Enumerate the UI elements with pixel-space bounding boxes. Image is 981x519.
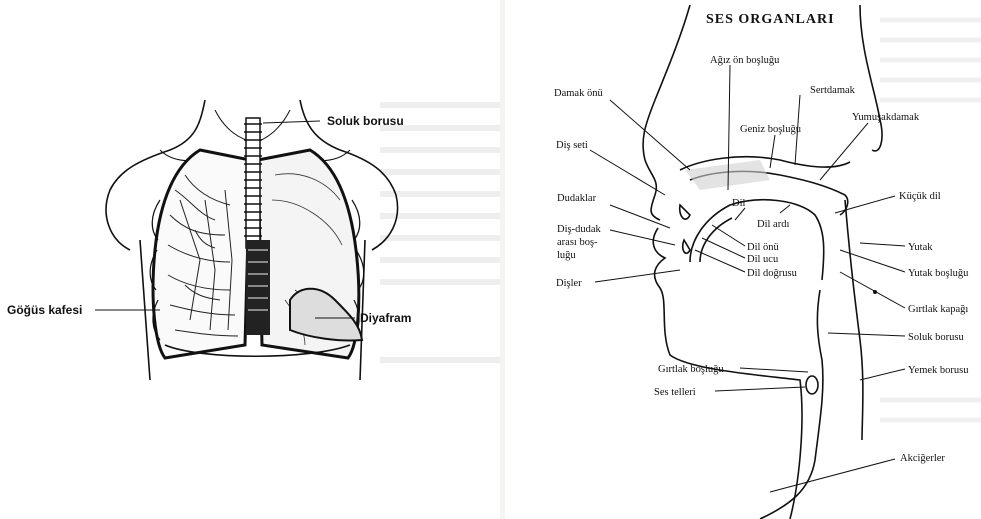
label-rib-cage: Göğüs kafesi [7,303,82,317]
label-alveolar: Damak önü [554,88,603,99]
speech-organs-svg: SES ORGANLARI Ağız ön boşluğu Damak önü … [505,0,981,519]
label-nasal-cavity: Geniz boşluğu [740,124,802,135]
label-labiodental-2: arası boş- [557,237,598,248]
label-diaphragm: Diyafram [360,311,411,325]
label-pharynx: Yutak [908,242,933,253]
label-tongue-front: Dil önü [747,242,780,253]
label-labiodental-1: Diş-dudak [557,224,601,235]
label-hard-palate: Sertdamak [810,85,856,96]
label-soft-palate: Yumuşakdamak [852,112,920,123]
label-teeth: Dişler [556,278,582,289]
label-pharynx-cavity: Yutak boşluğu [908,268,969,279]
label-esophagus: Yemek borusu [908,365,969,376]
label-oral-front: Ağız ön boşluğu [710,55,780,66]
label-larynx-cavity: Gırtlak boşluğu [658,364,724,375]
lungs-diagram-panel: Soluk borusu Göğüs kafesi Diyafram [0,0,500,519]
label-lungs: Akciğerler [900,453,945,464]
label-teeth-row: Diş seti [556,140,588,151]
label-lips: Dudaklar [557,193,597,204]
label-tongue-tip: Dil ucu [747,254,779,265]
label-windpipe: Soluk borusu [908,332,964,343]
label-trachea: Soluk borusu [327,114,404,128]
label-tongue-back: Dil ardı [757,219,789,230]
trachea-leader [263,121,320,123]
label-tongue: Dil [732,198,746,209]
lungs-diagram-svg: Soluk borusu Göğüs kafesi Diyafram [0,0,500,519]
label-labiodental-3: luğu [557,250,576,261]
title-speech-organs: SES ORGANLARI [706,12,835,27]
label-vocal-cords: Ses telleri [654,387,696,398]
label-uvula: Küçük dil [899,191,941,202]
speech-organs-panel: SES ORGANLARI Ağız ön boşluğu Damak önü … [505,0,981,519]
label-tongue-blade: Dil doğrusu [747,268,798,279]
label-epiglottis: Gırtlak kapağı [908,304,968,315]
